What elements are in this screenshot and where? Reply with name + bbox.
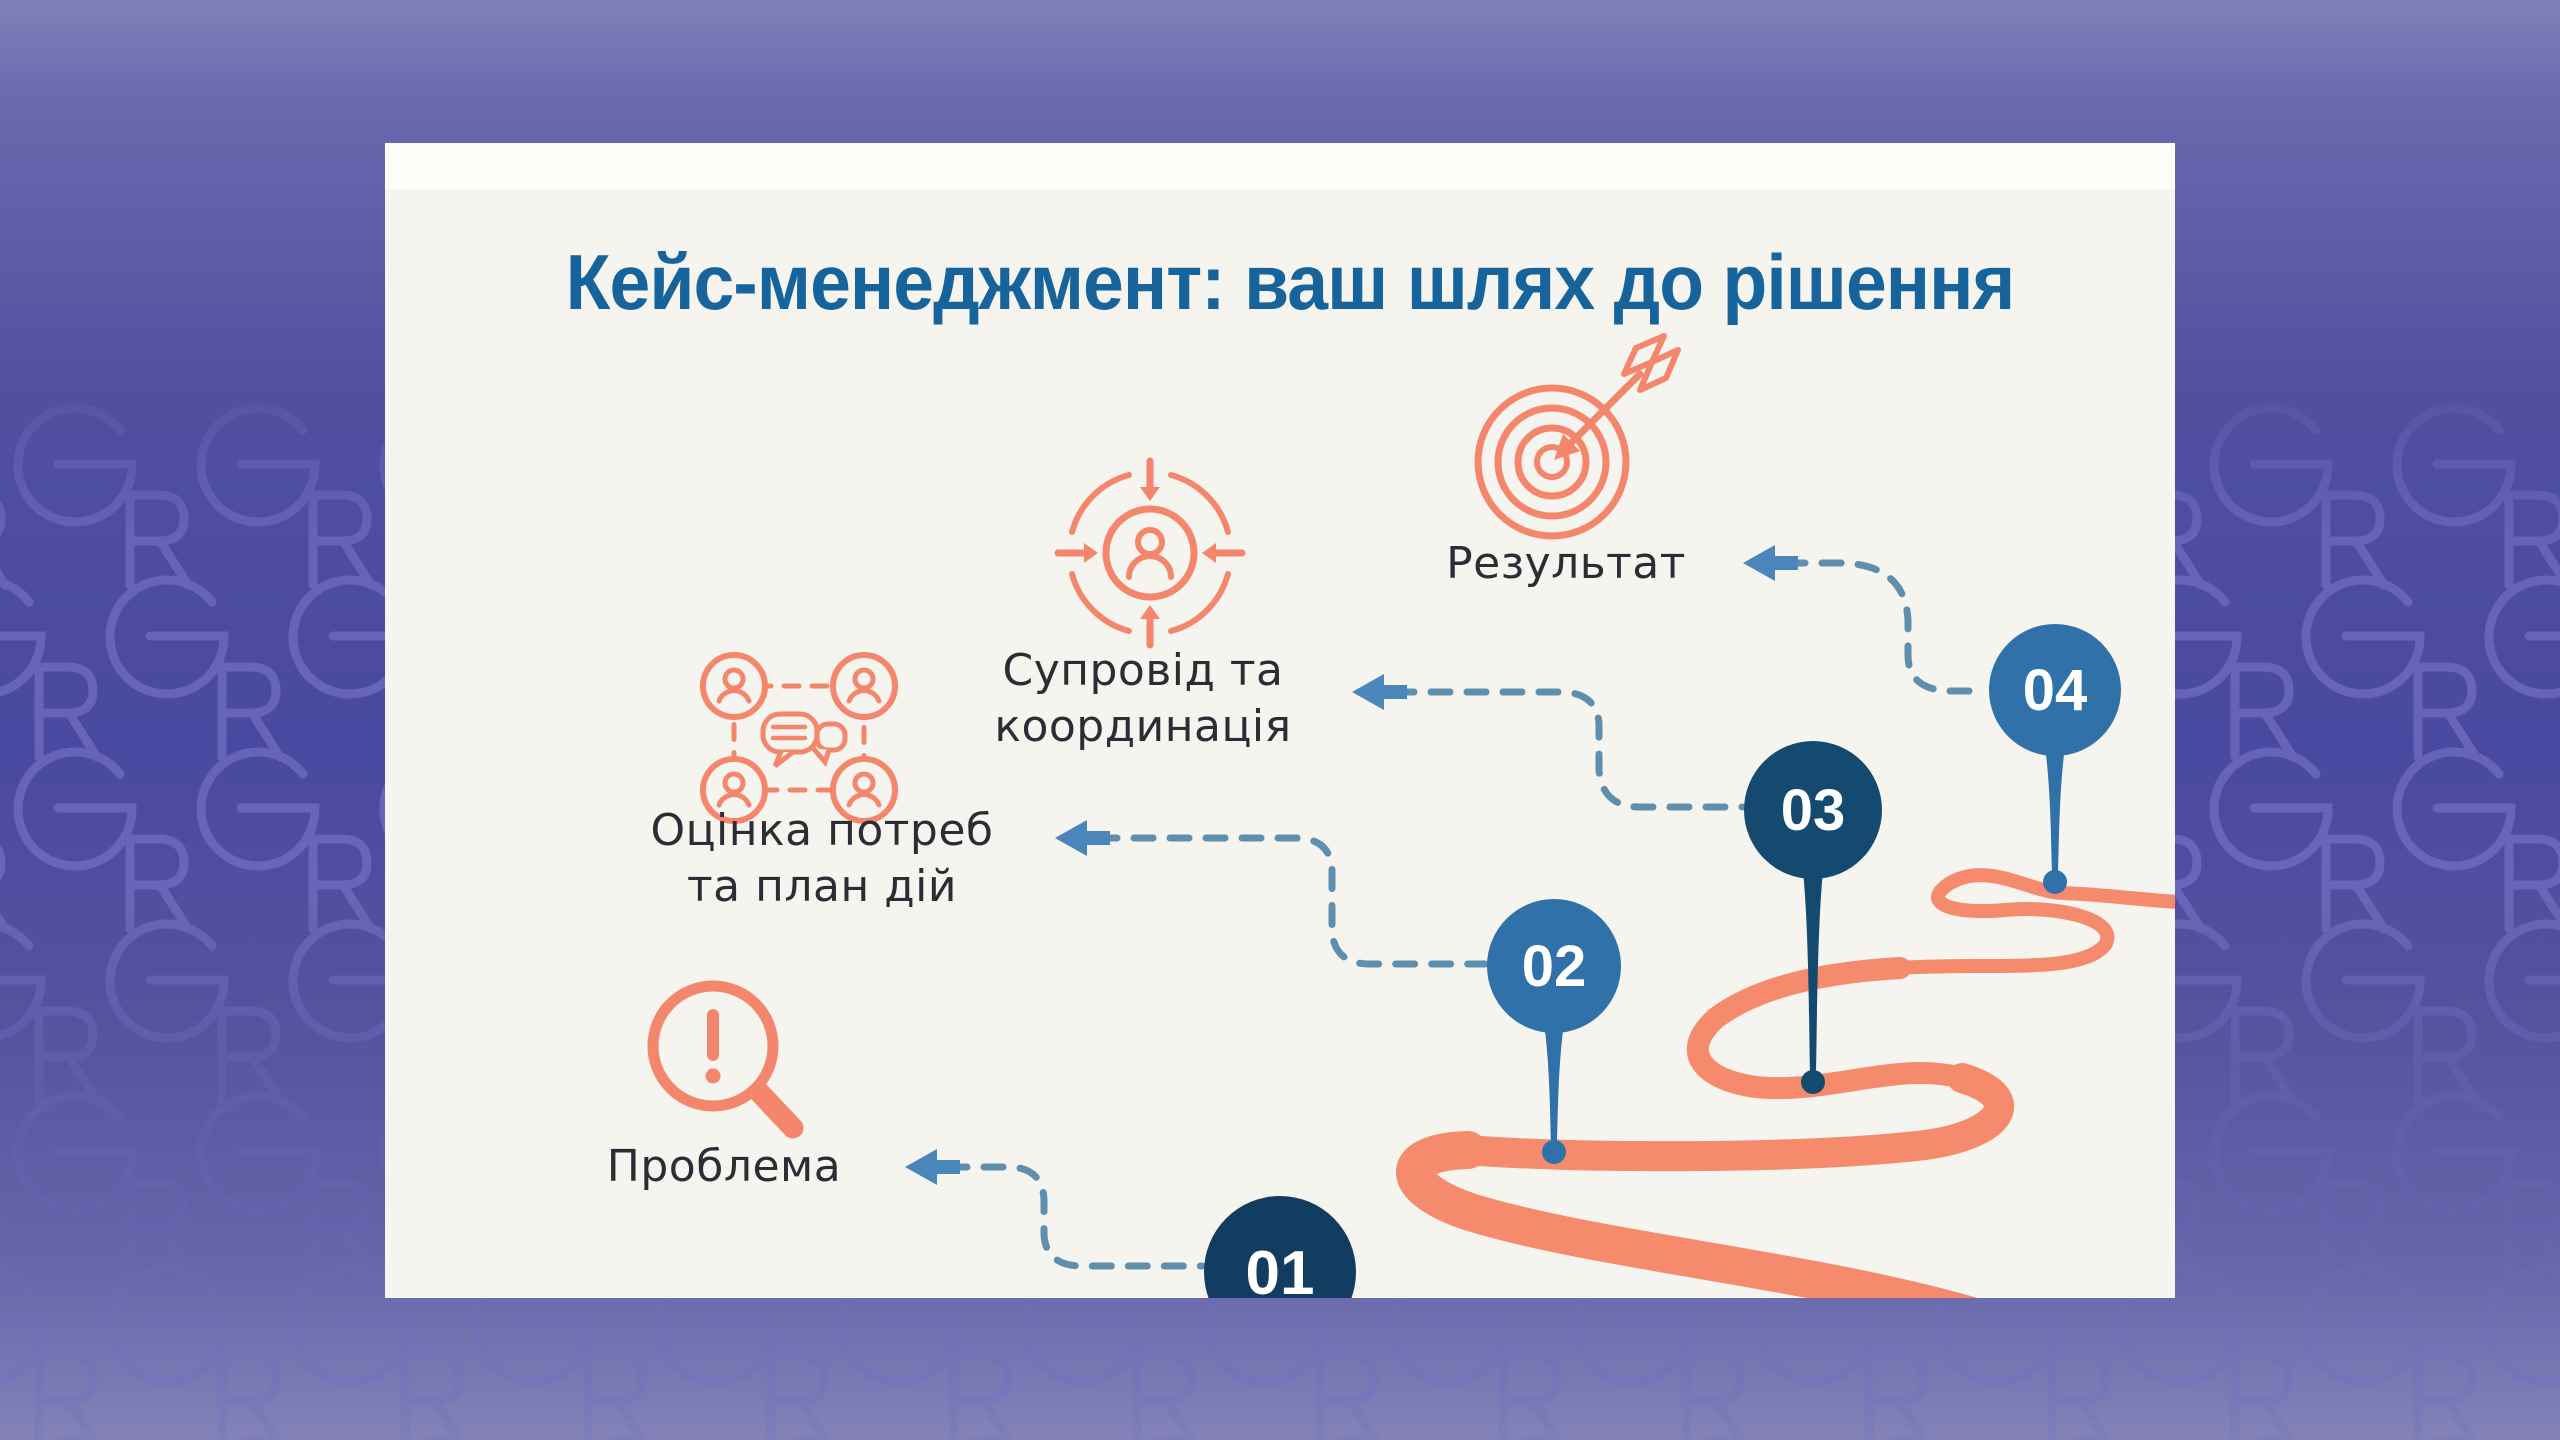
gr-monogram-watermark (2397, 408, 2560, 585)
connector-suprovid (1355, 688, 1746, 811)
pin-number: 02 (1522, 934, 1587, 999)
gr-monogram-watermark (2306, 580, 2476, 757)
step-label-otsinka: Оцінка потреб та план дій (650, 805, 994, 912)
gr-monogram-watermark (110, 580, 280, 757)
gr-monogram-watermark (110, 924, 280, 1101)
avatar (700, 756, 768, 824)
pin-04: 04 (1989, 624, 2121, 894)
slide-top-band (385, 143, 2175, 189)
gr-monogram-watermark (2489, 580, 2560, 757)
gr-monogram-watermark (2489, 1268, 2560, 1440)
gr-monogram-watermark (2214, 1096, 2384, 1273)
person-focus-icon (1054, 457, 1246, 649)
gr-monogram-watermark (0, 752, 5, 929)
journey-artwork: 01 02 03 04 (647, 333, 2175, 1298)
gr-monogram-watermark (0, 1096, 5, 1273)
pin-dot (2043, 870, 2067, 894)
gr-monogram-watermark (2214, 408, 2384, 585)
gr-monogram-watermark (2214, 752, 2384, 929)
gr-monogram-watermark (0, 580, 97, 757)
avatar (700, 652, 768, 720)
gr-monogram-watermark (18, 408, 188, 585)
speech-bubbles-icon (760, 711, 848, 768)
step-label-rezultat: Результат (1446, 538, 1686, 590)
target-arrow-icon (1474, 333, 1681, 540)
pin-number: 04 (2023, 658, 2088, 723)
pin-number: 03 (1781, 778, 1846, 843)
gr-monogram-watermark (201, 408, 371, 585)
gr-monogram-watermark (0, 408, 5, 585)
gr-monogram-watermark (2489, 924, 2560, 1101)
presentation-slide: 01 02 03 04 (385, 143, 2175, 1298)
gr-monogram-watermark (2397, 752, 2560, 929)
gr-monogram-watermark (201, 752, 371, 929)
people-discussion-icon (700, 652, 898, 824)
arrow-left-icon (1743, 545, 1798, 581)
avatar (830, 652, 898, 720)
gr-monogram-watermark (2397, 1096, 2560, 1273)
pin-number: 01 (1246, 1239, 1315, 1298)
pin-02: 02 (1487, 899, 1621, 1164)
magnifier-exclamation-icon (647, 980, 804, 1139)
arrow-left-icon (905, 1149, 960, 1185)
step-label-suprovid: Супровід та координація (994, 645, 1292, 752)
gr-monogram-watermark (18, 1096, 188, 1273)
gr-monogram-watermark (110, 1268, 280, 1440)
avatar (830, 756, 898, 824)
connector-rezultat (1746, 559, 1989, 695)
arrow-left-icon (1352, 674, 1407, 710)
pin-dot (1801, 1070, 1825, 1094)
arrow-left-icon (1055, 820, 1110, 856)
slide-title: Кейс-менеджмент: ваш шлях до рішення (565, 238, 2016, 326)
gr-monogram-watermark (18, 752, 188, 929)
gr-monogram-watermark (2306, 1268, 2476, 1440)
dashed-connectors (908, 559, 1989, 1270)
gr-monogram-watermark (0, 924, 97, 1101)
gr-monogram-watermark (201, 1096, 371, 1273)
gr-monogram-watermark (2306, 924, 2476, 1101)
pin-dot (1542, 1140, 1566, 1164)
pin-01: 01 (1204, 1196, 1356, 1298)
step-label-problema: Проблема (606, 1141, 842, 1193)
pin-03: 03 (1744, 741, 1882, 1094)
connector-problema (908, 1163, 1206, 1270)
connector-arrowheads (905, 545, 1798, 1185)
gr-monogram-watermark (0, 1268, 97, 1440)
connector-otsinka (1058, 834, 1489, 968)
